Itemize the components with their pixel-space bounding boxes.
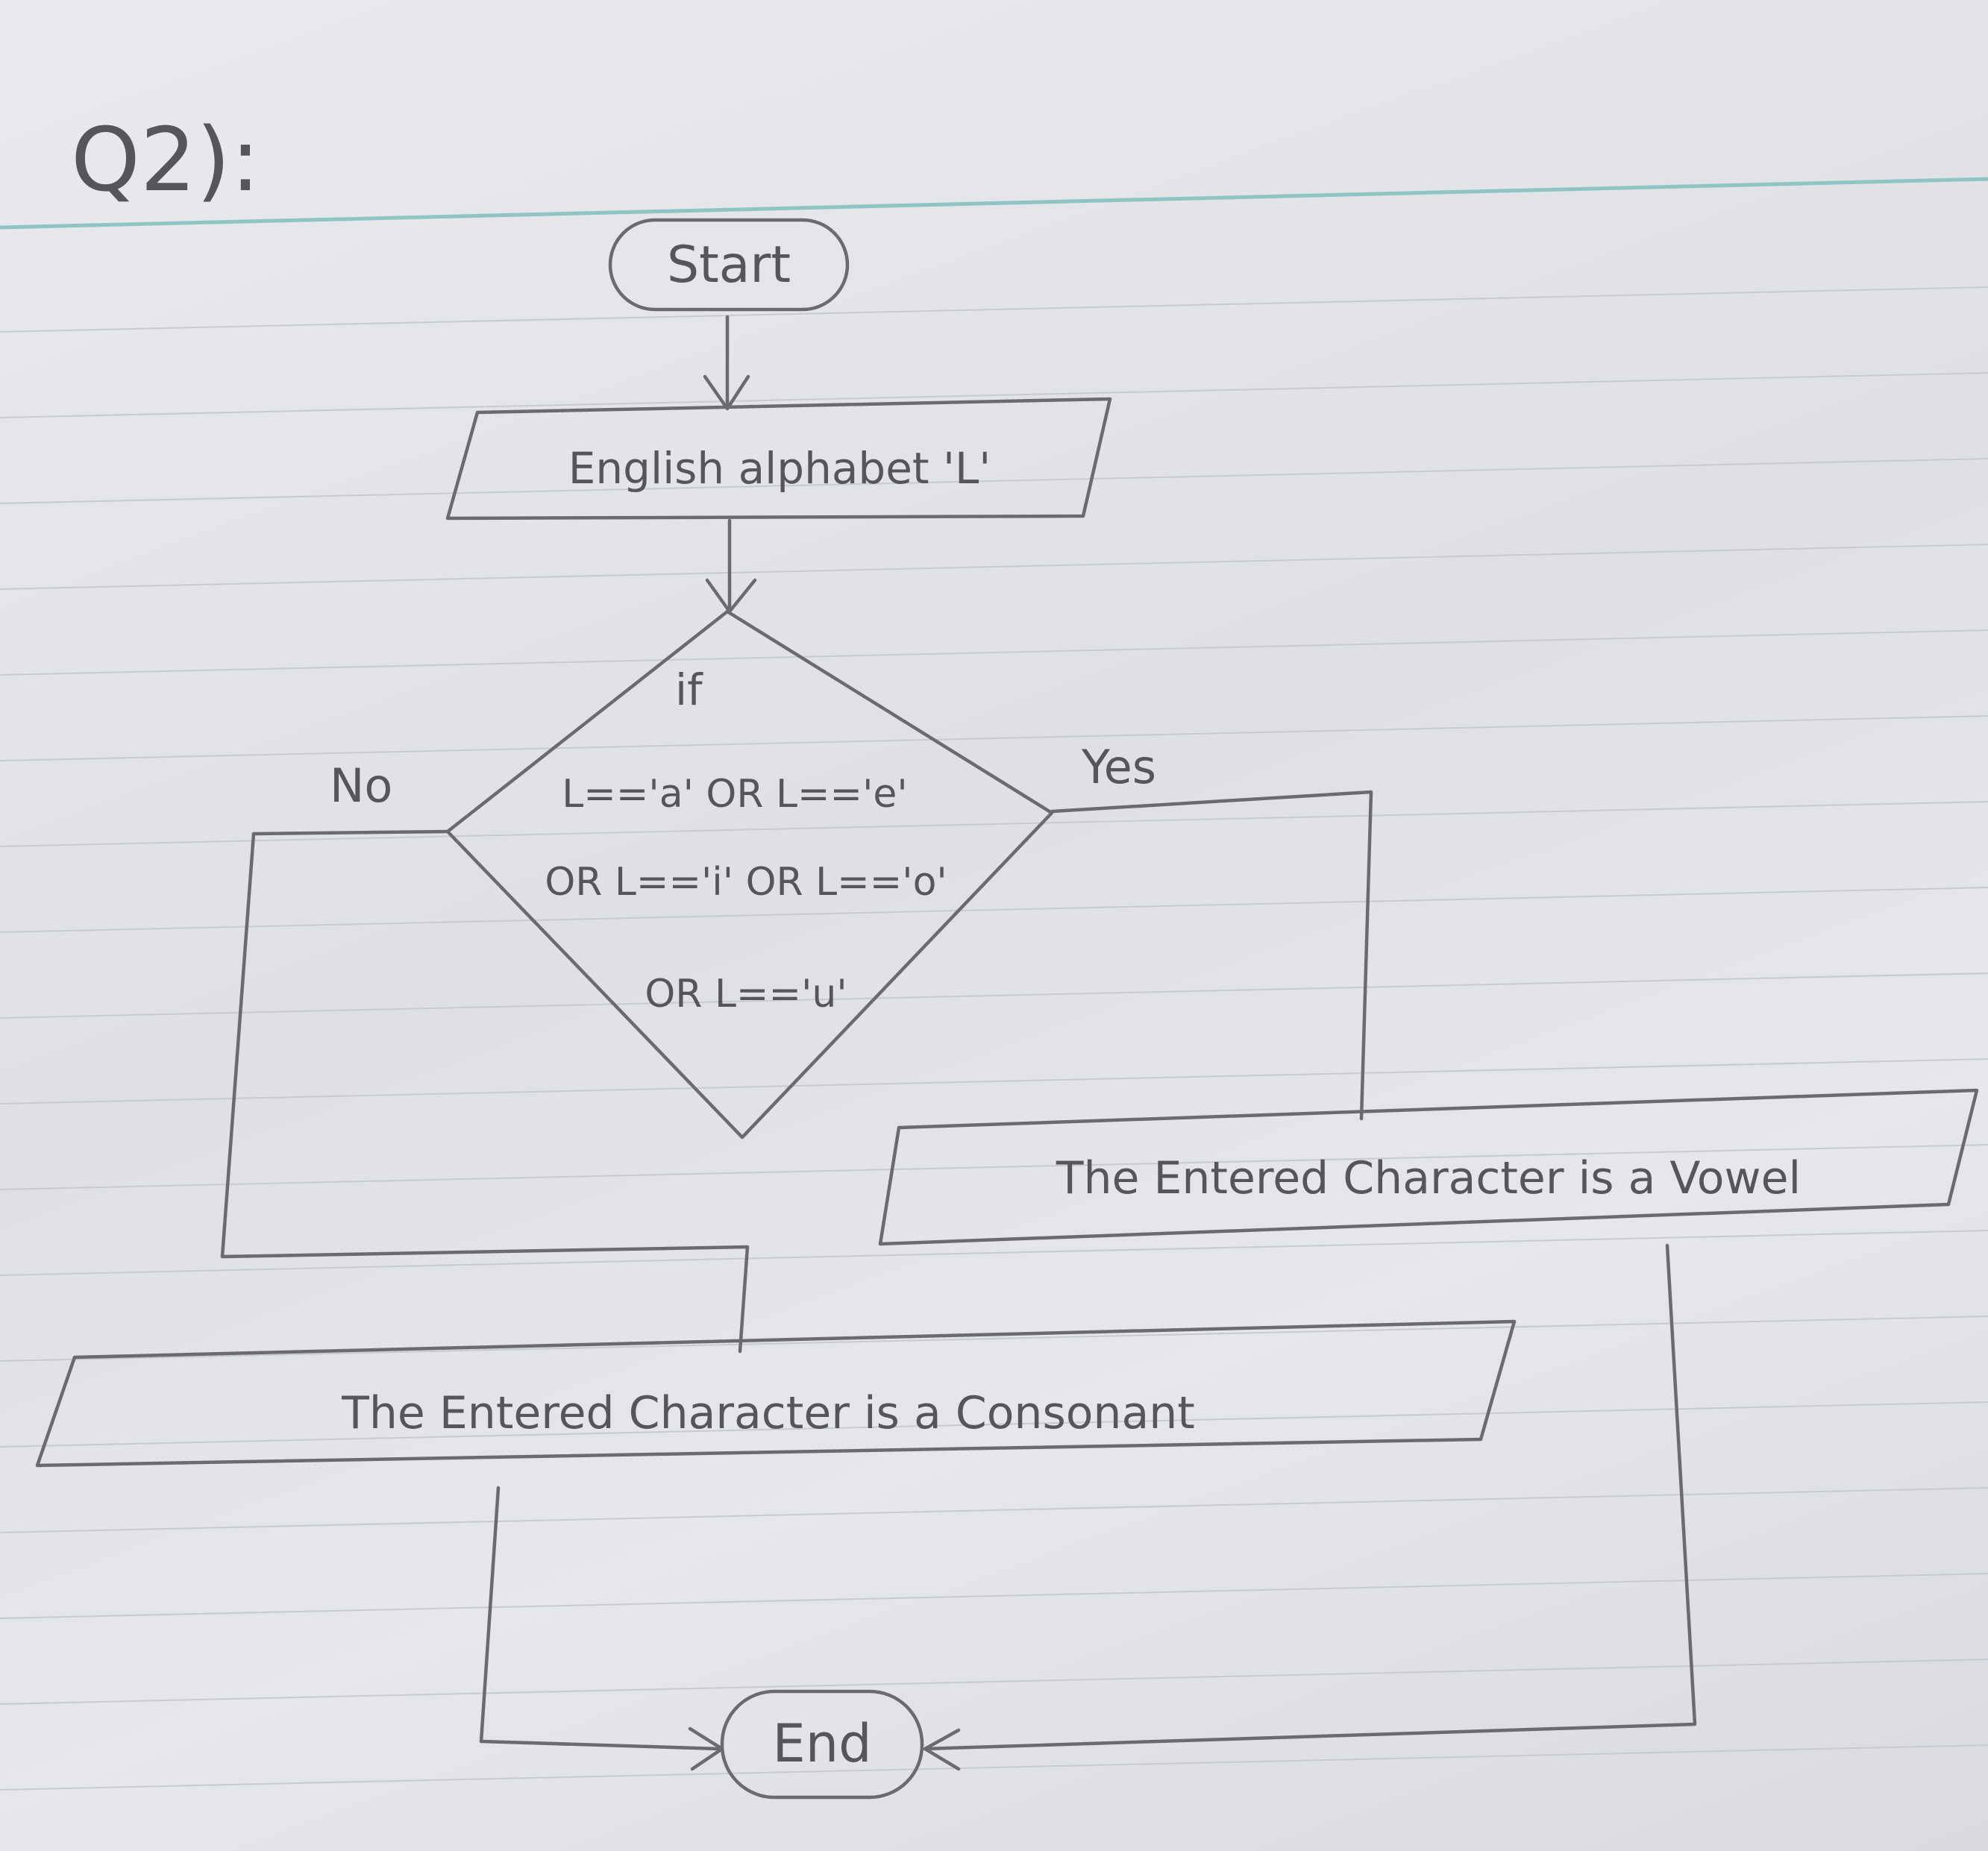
consonant-output-parallelogram xyxy=(35,1319,1517,1468)
input-parallelogram xyxy=(445,397,1112,521)
yes-branch-label: Yes xyxy=(1081,740,1156,794)
arrow-input-to-decision xyxy=(705,518,757,614)
end-terminal-shape xyxy=(720,1689,924,1800)
decision-if-label: if xyxy=(675,664,703,715)
yes-branch-line xyxy=(1050,790,1373,1121)
ruled-lines xyxy=(0,177,1988,1791)
question-label: Q2): xyxy=(71,108,260,211)
arrow-vowel-to-end xyxy=(923,1243,1697,1771)
decision-condition-line2: OR L=='i' OR L=='o' xyxy=(545,860,947,905)
consonant-output-label: The Entered Character is a Consonant xyxy=(341,1387,1195,1439)
arrow-start-to-input xyxy=(703,315,750,411)
no-branch-line xyxy=(220,829,750,1354)
vowel-output-label: The Entered Character is a Vowel xyxy=(1056,1152,1801,1204)
end-label: End xyxy=(772,1713,871,1774)
start-label: Start xyxy=(667,236,791,295)
no-branch-label: No xyxy=(330,758,392,813)
start-terminal-shape xyxy=(608,218,850,312)
decision-condition-line3: OR L=='u' xyxy=(645,972,847,1016)
decision-condition-line1: L=='a' OR L=='e' xyxy=(562,772,907,817)
vowel-output-parallelogram xyxy=(878,1088,1979,1246)
decision-diamond xyxy=(445,609,1054,1140)
input-label: English alphabet 'L' xyxy=(568,443,991,494)
arrow-consonant-to-end xyxy=(479,1486,724,1771)
